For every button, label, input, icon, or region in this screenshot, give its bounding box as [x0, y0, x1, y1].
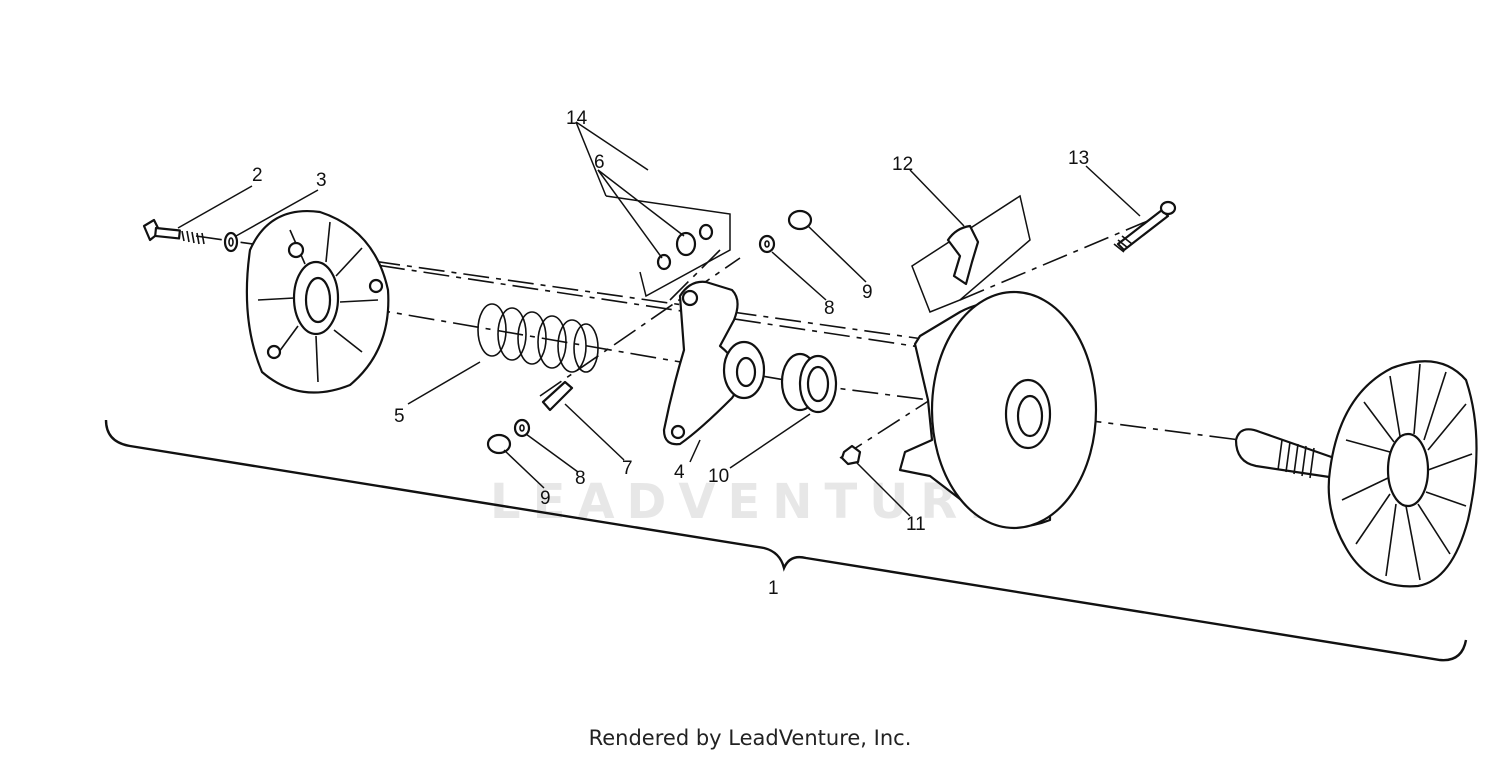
callout-13: 13	[1068, 148, 1089, 169]
roller-pin	[541, 380, 574, 412]
callout-9-lower: 9	[540, 488, 551, 509]
washer	[223, 231, 239, 253]
bolt	[142, 218, 205, 245]
callout-11: 11	[906, 514, 926, 535]
callout-10: 10	[708, 466, 729, 487]
callout-4: 4	[674, 462, 685, 483]
pivot-pin	[1113, 200, 1177, 253]
callout-12: 12	[892, 154, 913, 175]
spider-bushing	[780, 352, 838, 414]
callout-6: 6	[594, 152, 605, 173]
movable-sheave	[898, 290, 1098, 530]
assembly-brace	[104, 419, 1468, 662]
leadventure-watermark: LEADVENTURE	[490, 474, 1014, 530]
footer-credit: Rendered by LeadVenture, Inc.	[588, 726, 912, 750]
callout-3: 3	[316, 170, 327, 191]
callout-7: 7	[622, 458, 633, 479]
washer-lower	[513, 418, 531, 438]
callout-8-lower: 8	[575, 468, 586, 489]
callout-1: 1	[768, 578, 779, 599]
spider	[662, 280, 766, 446]
bushing-kit	[605, 195, 731, 298]
callout-8-upper: 8	[824, 298, 835, 319]
washer-upper	[758, 234, 776, 254]
callout-14: 14	[566, 108, 588, 129]
spring	[477, 303, 599, 373]
callout-leaders	[177, 121, 1141, 517]
callout-5: 5	[394, 406, 405, 427]
cap-upper	[787, 209, 813, 231]
callout-2: 2	[252, 165, 263, 186]
callout-9-upper: 9	[862, 282, 873, 303]
nut	[840, 444, 862, 466]
fixed-sheave	[1234, 360, 1478, 588]
cover-plate	[245, 210, 390, 394]
cap-lower	[486, 433, 512, 455]
clutch-weight-kit	[911, 194, 1031, 313]
